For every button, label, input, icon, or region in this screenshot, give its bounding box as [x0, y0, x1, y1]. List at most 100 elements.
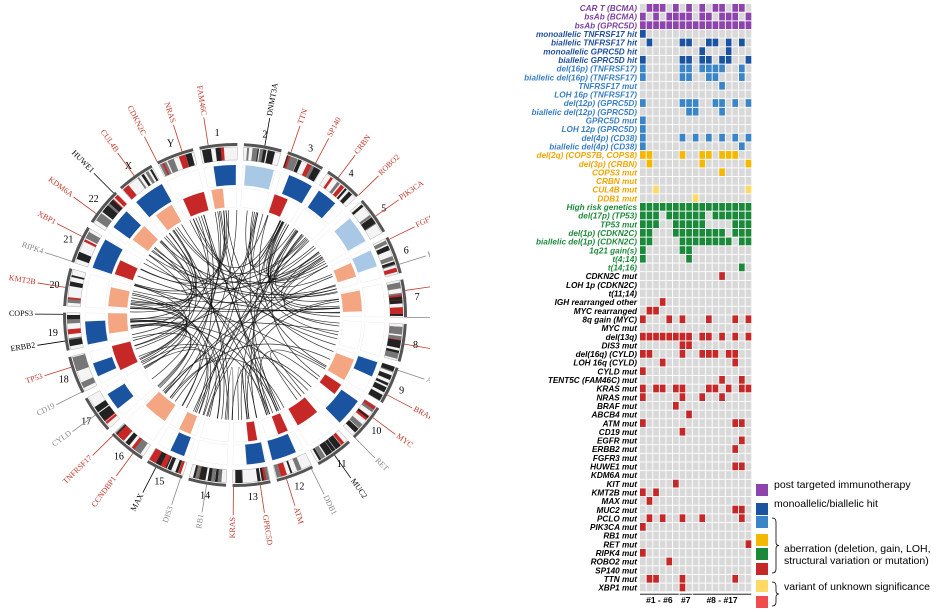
chromosome-label: 4: [349, 169, 354, 180]
matrix-cell: [653, 531, 659, 540]
matrix-cell: [666, 531, 673, 540]
matrix-cell: [745, 497, 752, 505]
matrix-cell: [739, 540, 745, 549]
matrix-cell: [706, 263, 712, 272]
matrix-cell: [725, 401, 732, 410]
ideogram-band: [368, 388, 383, 400]
matrix-cell: [699, 177, 706, 185]
matrix-cell: [673, 90, 679, 99]
matrix-cell: [719, 289, 725, 298]
ideogram-tick-ring: [360, 199, 386, 233]
matrix-cell: [699, 107, 706, 116]
matrix-cell: [725, 566, 732, 574]
matrix-cell: [653, 367, 659, 376]
matrix-cell: [732, 505, 739, 514]
row-label: ROBO2 mut: [591, 558, 638, 567]
matrix-cell: [646, 55, 653, 64]
cnv-loss-segment: [213, 165, 236, 187]
matrix-cell: [699, 358, 706, 367]
matrix-cell: [725, 488, 732, 497]
matrix-cell: [673, 29, 679, 38]
gene-leader-line: [37, 282, 66, 288]
matrix-cell: [706, 159, 712, 168]
matrix-cell: [666, 107, 673, 116]
ideogram-band: [255, 468, 261, 482]
row-label: del(4p) (CD38): [582, 134, 638, 143]
matrix-cell: [686, 583, 692, 592]
row-label: MYC mut: [602, 324, 638, 333]
matrix-cell: [699, 375, 706, 384]
sv-link: [283, 265, 340, 324]
gene-leader-line: [387, 394, 413, 409]
matrix-cell: [719, 393, 725, 401]
matrix-cell: [719, 523, 725, 531]
sv-link: [225, 210, 334, 352]
chromosome-label: 16: [114, 451, 124, 462]
row-label: ABCB4 mut: [591, 411, 638, 420]
ideogram-band: [292, 457, 302, 472]
sv-link: [245, 365, 274, 420]
matrix-cell: [699, 185, 706, 194]
matrix-cell: [666, 462, 673, 471]
matrix-cell: [706, 194, 712, 203]
matrix-cell: [646, 151, 653, 159]
matrix-cell: [712, 427, 719, 436]
matrix-cell: [646, 116, 653, 125]
matrix-cell: [692, 341, 699, 350]
matrix-cell: [719, 332, 725, 341]
matrix-cell: [745, 384, 752, 393]
matrix-cell: [699, 471, 706, 479]
matrix-cell: [692, 306, 699, 315]
matrix-cell: [686, 272, 692, 280]
legend-label: monoallelic/biallelic hit: [774, 498, 878, 510]
matrix-cell: [692, 548, 699, 557]
row-label: bsAb (GPRC5D): [575, 21, 638, 30]
matrix-cell: [699, 47, 706, 55]
matrix-cell: [732, 99, 739, 107]
matrix-cell: [732, 151, 739, 159]
matrix-cell: [725, 375, 732, 384]
matrix-cell: [692, 436, 699, 445]
matrix-cell: [673, 479, 679, 488]
row-label: biallelic TNFRSF17 hit: [551, 39, 637, 48]
matrix-cell: [653, 12, 659, 21]
matrix-cell: [653, 237, 659, 246]
matrix-cell: [666, 523, 673, 531]
matrix-cell: [719, 583, 725, 592]
ideogram-band: [123, 185, 137, 200]
sv-link: [130, 215, 269, 304]
matrix-cell: [659, 142, 666, 151]
matrix-cell: [666, 298, 673, 306]
matrix-cell: [666, 90, 673, 99]
matrix-cell: [686, 453, 692, 462]
matrix-cell: [725, 55, 732, 64]
matrix-cell: [739, 479, 745, 488]
matrix-cell: [732, 64, 739, 73]
matrix-cell: [679, 427, 686, 436]
row-label: del(17p) (TP53): [578, 212, 637, 221]
matrix-cell: [679, 81, 686, 90]
sv-link: [268, 222, 340, 327]
ideogram-band: [314, 445, 326, 460]
matrix-cell: [699, 341, 706, 350]
matrix-cell: [659, 99, 666, 107]
sv-link: [246, 301, 340, 420]
matrix-cell: [732, 410, 739, 419]
ideogram-band: [363, 399, 376, 410]
matrix-cell: [692, 12, 699, 21]
matrix-cell: [706, 289, 712, 298]
matrix-cell: [673, 384, 679, 393]
matrix-cell: [712, 202, 719, 211]
matrix-cell: [706, 583, 712, 592]
matrix-cell: [712, 523, 719, 531]
row-label: CAR T (BCMA): [580, 4, 638, 13]
matrix-cell: [739, 488, 745, 497]
matrix-cell: [706, 99, 712, 107]
matrix-cell: [712, 90, 719, 99]
matrix-cell: [666, 211, 673, 220]
matrix-cell: [732, 47, 739, 55]
matrix-cell: [640, 341, 646, 350]
matrix-cell: [725, 341, 732, 350]
matrix-cell: [646, 401, 653, 410]
matrix-cell: [673, 436, 679, 445]
